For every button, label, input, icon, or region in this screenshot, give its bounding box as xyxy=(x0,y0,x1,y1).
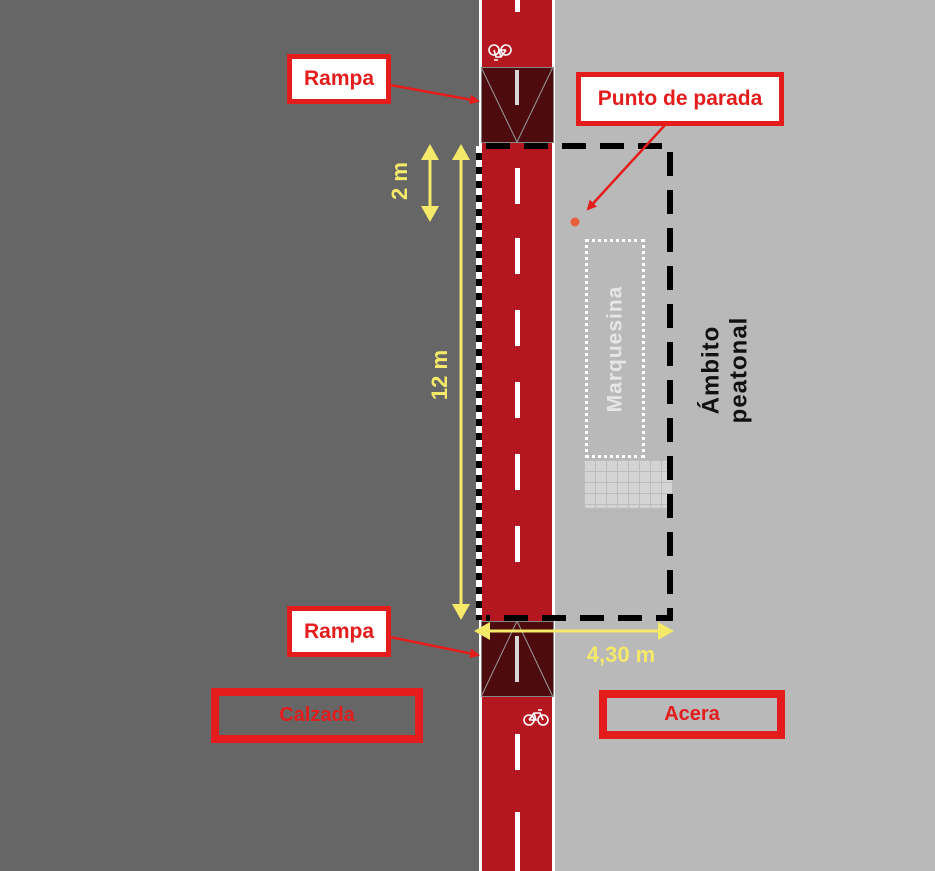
lane-dash xyxy=(515,168,520,204)
sidewalk-label-box: Acera xyxy=(599,690,785,739)
stop-point-arrow xyxy=(586,124,666,211)
rampa-bottom-arrow xyxy=(389,635,480,659)
road-label-inner: Calzada xyxy=(217,694,417,737)
rampa-bottom-label: Rampa xyxy=(287,606,391,657)
pedestrian-zone-label-wrap: Ámbito peatonal xyxy=(690,270,760,470)
lane-dash xyxy=(515,382,520,418)
dim-12m-label-wrap: 12 m xyxy=(405,350,475,400)
lane-dash xyxy=(515,734,520,770)
sidewalk-label-inner: Acera xyxy=(605,696,779,733)
lane-dash xyxy=(515,526,520,562)
dim-2m-line xyxy=(421,144,439,222)
lane-dash xyxy=(515,310,520,346)
dim-12m-label: 12 m xyxy=(427,349,452,401)
lane-dash xyxy=(515,454,520,490)
rampa-top-arrow xyxy=(389,83,480,105)
shelter-outline xyxy=(585,239,645,458)
stop-point-label: Punto de parada xyxy=(576,72,784,126)
dim-430-label-wrap: 4,30 m xyxy=(576,641,666,669)
dim-430-label: 4,30 m xyxy=(586,642,656,667)
dim-430-line xyxy=(474,622,674,640)
platform-outline xyxy=(486,143,673,621)
stop-point-text: Punto de parada xyxy=(597,87,763,110)
tactile-paving xyxy=(584,460,672,508)
lane-dash xyxy=(515,812,520,871)
rampa-top-label: Rampa xyxy=(287,54,391,104)
road-label: Calzada xyxy=(279,704,355,726)
lane-dash xyxy=(515,0,520,12)
rampa-bottom-text: Rampa xyxy=(303,619,375,643)
sidewalk-label: Acera xyxy=(664,703,720,725)
dim-2m-label: 2 m xyxy=(386,162,412,200)
pedestrian-zone-line2: peatonal xyxy=(725,316,752,424)
rampa-top-text: Rampa xyxy=(303,67,375,90)
pedestrian-zone-line1: Ámbito xyxy=(697,325,724,415)
road-label-box: Calzada xyxy=(211,688,423,743)
ramp-top-lines xyxy=(480,66,554,143)
ramp-bottom-lines xyxy=(480,620,554,698)
dim-2m-label-wrap: 2 m xyxy=(380,162,420,200)
bike-lane-right-edge xyxy=(552,0,555,871)
pedestrian-zone-label: Ámbito peatonal xyxy=(697,317,753,424)
lane-dash xyxy=(515,238,520,274)
stop-point-dot xyxy=(570,217,580,227)
bicycle-icon xyxy=(523,709,549,726)
bicycle-icon xyxy=(488,44,512,61)
dim-12m-line xyxy=(452,144,470,620)
